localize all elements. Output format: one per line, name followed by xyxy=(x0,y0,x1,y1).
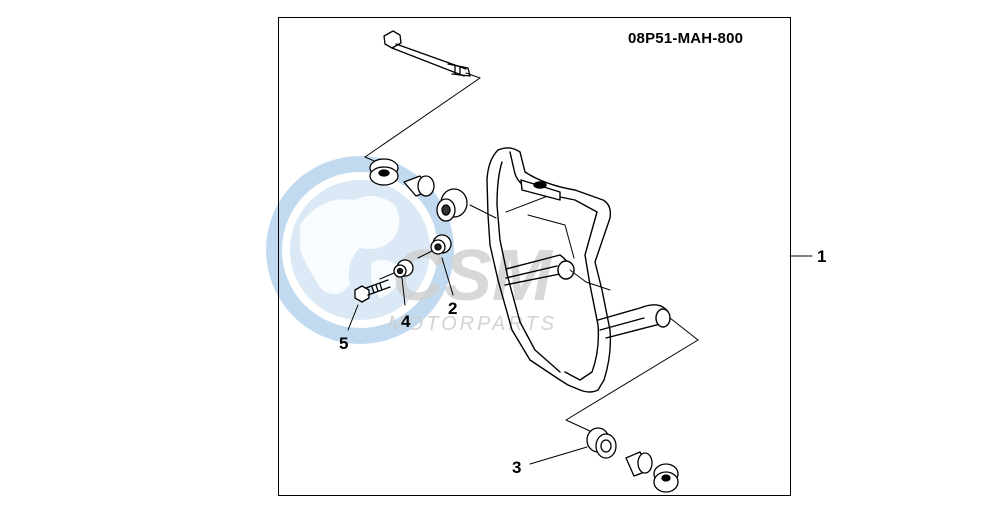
bolt-part-5 xyxy=(354,279,391,303)
callout-5: 5 xyxy=(339,334,349,353)
grommet-part-3 xyxy=(586,427,617,459)
watermark-logo-text: CSM xyxy=(392,236,554,316)
upper-collar xyxy=(403,175,435,197)
leader-lines xyxy=(347,255,813,465)
callout-4: 4 xyxy=(401,312,411,331)
upper-rubber-washer xyxy=(369,158,399,186)
watermark-text: CSM MOTORPARTS xyxy=(388,236,554,335)
grommet-part-2 xyxy=(417,234,452,259)
callout-2: 2 xyxy=(448,299,458,318)
long-bolt xyxy=(383,30,471,77)
guide-lines-lower xyxy=(565,317,699,433)
part-code: 08P51-MAH-800 xyxy=(628,30,744,47)
callout-3: 3 xyxy=(512,458,522,477)
collar-part-4 xyxy=(379,259,414,280)
engine-guard-bar xyxy=(486,147,671,393)
upper-grommet xyxy=(436,188,468,222)
callout-1: 1 xyxy=(817,247,827,266)
lower-rubber-washer xyxy=(653,463,679,493)
lower-collar xyxy=(625,451,653,477)
